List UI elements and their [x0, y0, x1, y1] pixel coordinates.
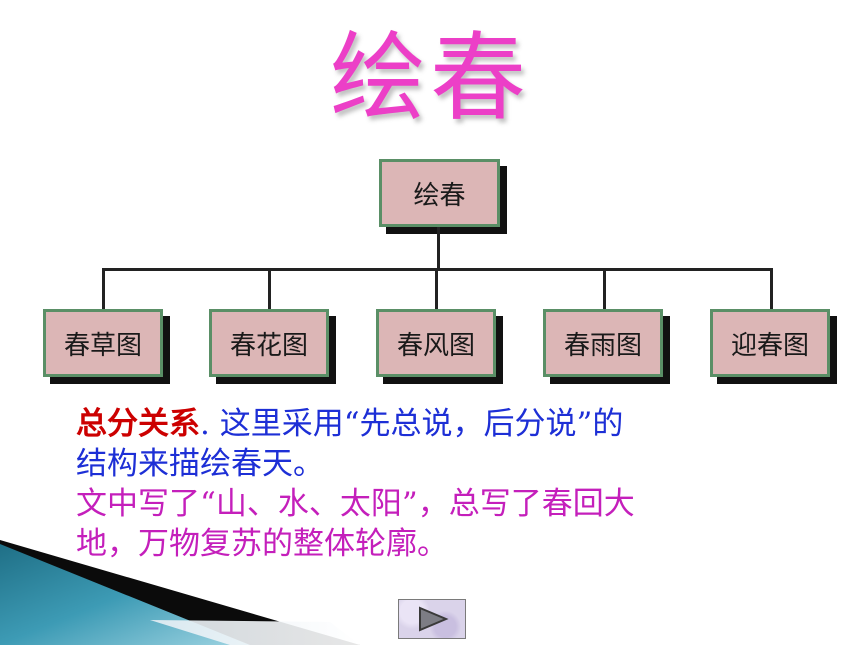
text-line-1-content: . 这里采用“先总说，后分说”的	[200, 406, 624, 442]
play-triangle-icon	[419, 606, 449, 632]
diagram-root-node: 绘春	[379, 159, 500, 227]
slide-title: 绘春	[330, 22, 530, 134]
diagram-child-node: 春草图	[43, 309, 163, 377]
diagram-child-node: 春花图	[209, 309, 329, 377]
connector-root-vertical	[437, 227, 440, 271]
connector-child-1	[102, 268, 105, 309]
connector-child-4	[603, 268, 606, 309]
connector-child-5	[770, 268, 773, 309]
connector-child-3	[435, 268, 438, 309]
text-line-3: 文中写了“山、水、太阳”，总写了春回大	[76, 486, 635, 522]
next-slide-button[interactable]	[398, 599, 466, 639]
diagram-child-node: 春雨图	[543, 309, 663, 377]
text-line-2: 结构来描绘春天。	[76, 446, 324, 482]
relation-label: 总分关系	[76, 406, 200, 442]
diagram-child-node: 迎春图	[710, 309, 830, 377]
diagram-child-node: 春风图	[376, 309, 496, 377]
body-text: 总分关系. 这里采用“先总说，后分说”的 结构来描绘春天。 文中写了“山、水、太…	[76, 404, 836, 564]
text-line-1: 总分关系. 这里采用“先总说，后分说”的	[76, 404, 836, 444]
connector-child-2	[268, 268, 271, 309]
text-line-4: 地，万物复苏的整体轮廓。	[76, 526, 448, 562]
